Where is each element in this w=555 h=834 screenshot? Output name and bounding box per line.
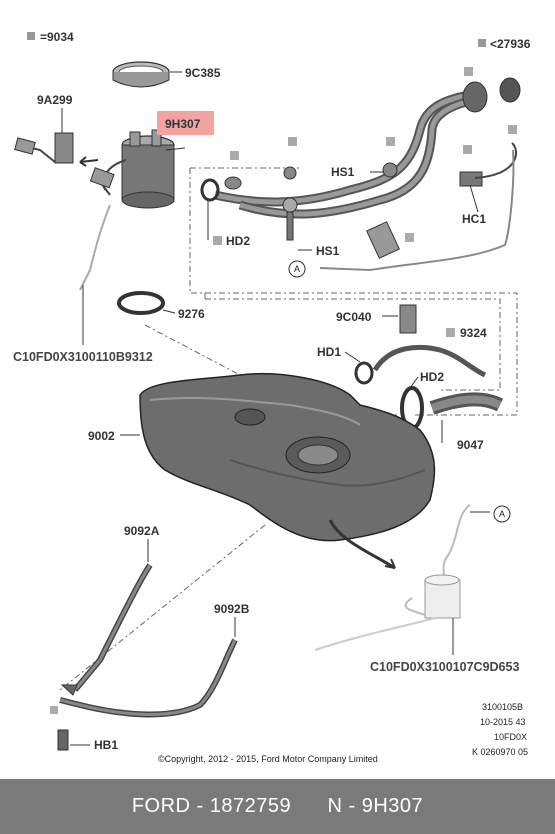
marker-square-icon [230, 151, 239, 160]
reference-code-left: C10FD0X3100110B9312 [13, 350, 153, 364]
part-label-9047: 9047 [457, 438, 484, 452]
legend-equals-label: =9034 [40, 30, 74, 44]
part-label-9092B: 9092B [214, 602, 250, 616]
part-label-HB1: HB1 [94, 738, 118, 752]
legend-less-label: <27936 [490, 37, 531, 51]
footer-bar: FORD - 1872759 N - 9H307 [0, 779, 555, 834]
callout-a-bottom-label: A [499, 509, 505, 519]
part-label-HS1-mid: HS1 [316, 244, 340, 258]
part-label-HD1: HD1 [317, 345, 341, 359]
info-line-4: K 0260970 05 [472, 747, 528, 757]
fuel-sender-part [14, 132, 115, 196]
footer-spacer [291, 795, 327, 818]
clamp-part [354, 361, 374, 385]
marker-square-icon [213, 236, 222, 245]
callout-a-top-label: A [294, 264, 300, 274]
marker-square-icon [464, 67, 473, 76]
dashed-guide [144, 324, 241, 376]
highlight-box-9H307 [157, 111, 214, 135]
fuel-pump-module-part [102, 129, 175, 209]
part-label-HD2-left: HD2 [226, 234, 250, 248]
part-label-9276: 9276 [178, 307, 205, 321]
lock-ring-part [112, 61, 170, 88]
footer-brand-part-number: FORD - 1872759 [131, 795, 292, 817]
copyright-text: ©Copyright, 2012 - 2015, Ford Motor Comp… [158, 754, 378, 764]
legend-square-icon [478, 39, 486, 47]
part-label-9A299: 9A299 [37, 93, 73, 107]
bolt-part [57, 729, 69, 751]
part-label-9C040: 9C040 [336, 310, 372, 324]
info-line-3: 10FD0X [494, 732, 527, 742]
marker-square-icon [405, 233, 414, 242]
callout-a-top [288, 260, 306, 278]
marker-square-icon [50, 706, 58, 714]
part-label-9002: 9002 [88, 429, 115, 443]
part-label-9092A: 9092A [124, 524, 160, 538]
marker-square-icon [508, 125, 517, 134]
marker-square-icon [386, 137, 395, 146]
part-label-9324: 9324 [460, 326, 487, 340]
marker-square-icon [446, 328, 455, 337]
part-label-9H307[interactable]: 9H307 [165, 117, 201, 131]
part-label-HD2-right: HD2 [420, 370, 444, 384]
marker-square-icon [463, 145, 472, 154]
marker-square-icon [288, 137, 297, 146]
clip-part [399, 304, 417, 334]
dashed-guide [205, 298, 501, 391]
callout-a-bottom [493, 505, 511, 523]
vent-hose-part [372, 344, 487, 378]
filler-pipe-part [200, 77, 521, 271]
footer-code: N - 9H307 [327, 795, 424, 817]
seal-ring-part [117, 291, 165, 315]
legend-square-icon [27, 32, 35, 40]
part-label-HC1: HC1 [462, 212, 486, 226]
reference-code-right: C10FD0X3100107C9D653 [370, 660, 519, 674]
info-line-2: 10-2015 43 [480, 717, 526, 727]
fuel-sender-unit-part [314, 504, 471, 651]
part-label-9C385: 9C385 [185, 66, 221, 80]
info-line-1: 3100105B [482, 702, 523, 712]
dashed-guide [189, 168, 518, 416]
part-label-HS1-top: HS1 [331, 165, 355, 179]
fuel-tank-part [139, 372, 436, 570]
